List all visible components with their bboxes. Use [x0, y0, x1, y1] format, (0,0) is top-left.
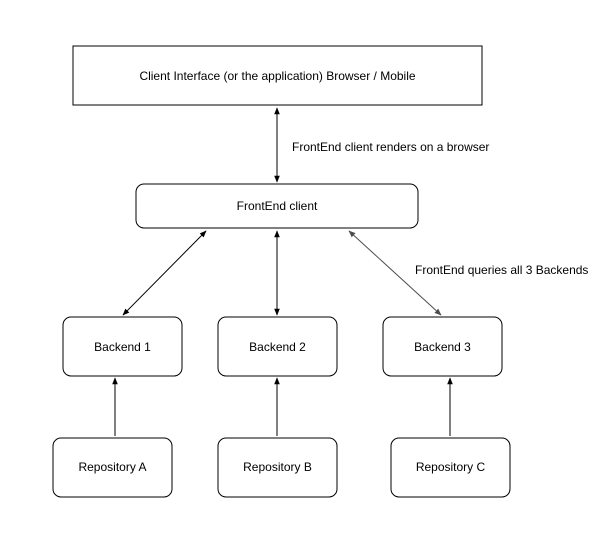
- node-repository-c-label: Repository C: [416, 460, 486, 474]
- node-client-interface-label: Client Interface (or the application) Br…: [139, 69, 415, 83]
- node-repository-b-label: Repository B: [243, 460, 312, 474]
- node-repository-c: Repository C: [390, 437, 511, 498]
- edge-frontend-backend-3: [348, 230, 442, 316]
- node-backend-3: Backend 3: [382, 316, 503, 377]
- edge-label-client-frontend: FrontEnd client renders on a browser: [292, 140, 489, 154]
- node-backend-3-label: Backend 3: [414, 340, 471, 354]
- edge-frontend-backend-1: [122, 230, 207, 316]
- node-backend-1-label: Backend 1: [94, 340, 151, 354]
- node-backend-2: Backend 2: [217, 316, 338, 377]
- node-repository-a: Repository A: [52, 437, 173, 498]
- node-backend-2-label: Backend 2: [249, 340, 306, 354]
- node-backend-1: Backend 1: [62, 316, 183, 377]
- node-client-interface: Client Interface (or the application) Br…: [72, 45, 483, 106]
- node-frontend-client: FrontEnd client: [135, 183, 419, 229]
- node-repository-b: Repository B: [217, 437, 338, 498]
- edge-label-frontend-backends: FrontEnd queries all 3 Backends: [415, 263, 588, 277]
- node-frontend-client-label: FrontEnd client: [237, 199, 318, 213]
- node-repository-a-label: Repository A: [78, 460, 146, 474]
